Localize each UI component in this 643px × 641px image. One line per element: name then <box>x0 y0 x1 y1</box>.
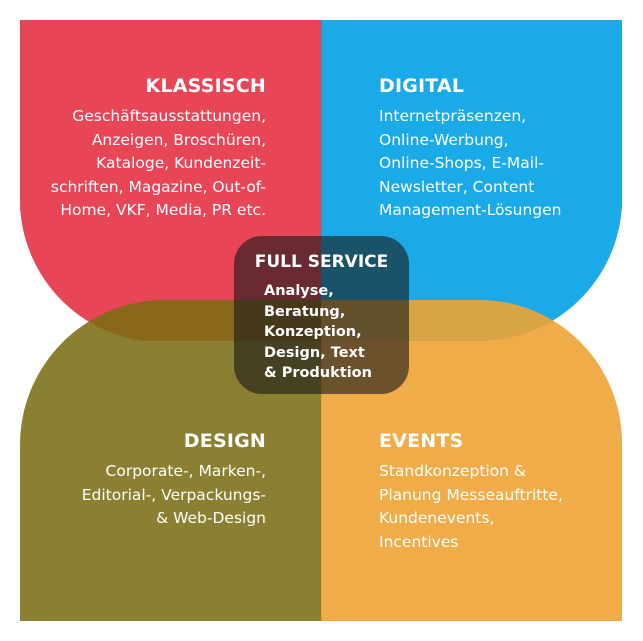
section-design-line: Editorial-, Verpackungs- <box>81 485 266 504</box>
section-digital-line: Newsletter, Content <box>379 177 535 196</box>
section-klassisch-line: Home, VKF, Media, PR etc. <box>60 201 266 219</box>
center-body: Analyse, Beratung, Konzeption, Design, T… <box>264 281 372 384</box>
center-box <box>234 236 409 394</box>
center-line: Konzeption, <box>264 324 362 340</box>
section-events-line: Planung Messeauftritte, <box>379 485 563 504</box>
section-klassisch: KLASSISCH Geschäftsausstattungen, Anzeig… <box>51 75 266 223</box>
section-events-line: Kundenevents, <box>379 509 495 527</box>
center-title: FULL SERVICE <box>254 252 389 272</box>
section-klassisch-line: Kataloge, Kundenzeit- <box>96 154 266 172</box>
section-events-line: Standkonzeption & <box>379 462 527 480</box>
section-digital-line: Management-Lösungen <box>379 201 562 219</box>
section-klassisch-line: Geschäftsausstattungen, <box>72 107 266 125</box>
section-klassisch-line: schriften, Magazine, Out-of- <box>50 177 266 196</box>
center-line: & Produktion <box>264 365 372 381</box>
section-events: EVENTS Standkonzeption & Planung Messeau… <box>379 430 563 554</box>
section-digital-line: Internetpräsenzen, <box>379 107 527 125</box>
section-design: DESIGN Corporate-, Marken-, Editorial-, … <box>82 430 266 531</box>
section-design-line: Corporate-, Marken-, <box>105 462 266 480</box>
section-klassisch-title: KLASSISCH <box>145 75 266 97</box>
section-events-line: Incentives <box>379 532 459 551</box>
section-events-title: EVENTS <box>379 430 464 452</box>
section-digital: DIGITAL Internetpräsenzen, Online-Werbun… <box>379 75 561 223</box>
center-line: Analyse, <box>264 283 334 299</box>
section-digital-line: Online-Shops, E-Mail- <box>379 154 544 172</box>
section-digital-title: DIGITAL <box>379 75 465 97</box>
section-digital-line: Online-Werbung, <box>379 130 509 149</box>
section-design-title: DESIGN <box>183 430 266 452</box>
section-design-line: & Web-Design <box>156 509 266 527</box>
section-klassisch-line: Anzeigen, Broschüren, <box>91 130 266 149</box>
center-line: Beratung, <box>264 303 346 320</box>
center-line: Design, Text <box>264 344 365 361</box>
